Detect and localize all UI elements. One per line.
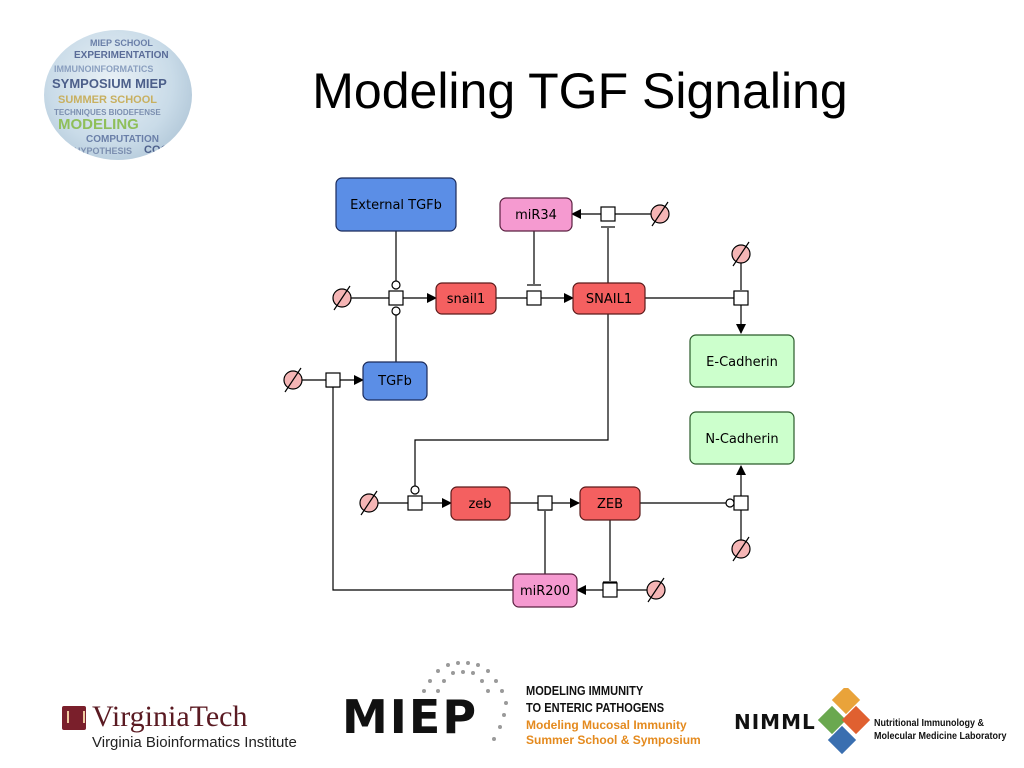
- logo-word: TECHNIQUES BIODEFENSE: [54, 108, 161, 117]
- node-label: SNAIL1: [586, 292, 632, 307]
- node-label: External TGFb: [350, 198, 442, 213]
- process-square: [526, 290, 542, 306]
- vt-name: VirginiaTech: [92, 700, 248, 733]
- node-snail1-protein: SNAIL1: [572, 282, 646, 315]
- node-mir34: miR34: [499, 197, 573, 232]
- node-label: E-Cadherin: [706, 355, 778, 370]
- modulation-circles: [391, 280, 735, 508]
- process-square: [733, 290, 749, 306]
- nimml-logo-word: NIMML: [734, 710, 816, 734]
- empty-set-icon: [646, 577, 666, 603]
- logo-word: HYPOTHESIS: [74, 146, 133, 156]
- node-label: snail1: [447, 292, 485, 307]
- node-label: ZEB: [597, 497, 623, 512]
- page-title: Modeling TGF Signaling: [312, 63, 848, 119]
- node-label: TGFb: [377, 374, 412, 389]
- process-nodes: [325, 206, 749, 598]
- logo-word: IMMUNOINFORMATICS: [54, 64, 154, 74]
- miep-line-4: Summer School & Symposium: [526, 733, 701, 747]
- node-label: miR34: [515, 208, 557, 223]
- node-mir200: miR200: [512, 573, 578, 608]
- miep-dots-icon: [418, 661, 508, 741]
- logo-word: SUMMER SCHOOL: [58, 94, 157, 106]
- connector-lines: [302, 209, 746, 595]
- node-tgfb: TGFb: [362, 361, 428, 401]
- nimml-line-2: Molecular Medicine Laboratory: [874, 731, 1007, 742]
- empty-set-icon: [731, 241, 751, 267]
- process-square: [602, 582, 618, 598]
- process-square: [733, 495, 749, 511]
- node-label: miR200: [520, 584, 570, 599]
- node-zeb: zeb: [450, 486, 511, 521]
- nimml-line-1: Nutritional Immunology &: [874, 718, 984, 729]
- node-label: zeb: [468, 497, 491, 512]
- empty-set-icon: [332, 285, 352, 311]
- empty-set-icon: [650, 201, 670, 227]
- process-square: [325, 372, 341, 388]
- logo-word: COMPUTATION: [86, 134, 159, 145]
- empty-set-icon: [731, 536, 751, 562]
- degradation-symbols: [283, 201, 751, 603]
- species-nodes: External TGFb miR34 snail1 SNAIL1 E-Cadh…: [335, 177, 795, 608]
- empty-set-icon: [359, 490, 379, 516]
- symposium-logo: MIEP SCHOOL EXPERIMENTATION IMMUNOINFORM…: [44, 30, 192, 160]
- logo-word: EXPERIMENTATION: [74, 50, 169, 61]
- nimml-diamond-icon: [817, 688, 871, 755]
- vt-subtitle: Virginia Bioinformatics Institute: [92, 734, 297, 751]
- modulation-circle: [725, 498, 735, 508]
- node-zeb-protein: ZEB: [579, 486, 641, 521]
- miep-line-3: Modeling Mucosal Immunity: [526, 718, 687, 732]
- vt-shield-icon: [62, 706, 86, 730]
- miep-line-1: MODELING IMMUNITY: [526, 683, 644, 698]
- miep-logo-word: MIEP: [342, 690, 479, 744]
- node-n-cadherin: N-Cadherin: [689, 411, 795, 465]
- process-square: [407, 495, 423, 511]
- logo-word: MIEP SCHOOL: [90, 38, 153, 48]
- modulation-circle: [391, 280, 401, 290]
- process-square: [388, 290, 404, 306]
- process-square: [537, 495, 553, 511]
- logo-word: SYMPOSIUM MIEP: [52, 76, 167, 91]
- logo-word: COO: [144, 144, 170, 156]
- node-snail1: snail1: [435, 282, 497, 315]
- empty-set-icon: [283, 367, 303, 393]
- node-external-tgfb: External TGFb: [335, 177, 457, 232]
- node-e-cadherin: E-Cadherin: [689, 334, 795, 388]
- modulation-circle: [410, 485, 420, 495]
- node-label: N-Cadherin: [705, 432, 778, 447]
- process-square: [600, 206, 616, 222]
- logo-word: MODELING: [58, 116, 139, 133]
- miep-line-2: TO ENTERIC PATHOGENS: [526, 700, 665, 715]
- modulation-circle: [391, 306, 401, 316]
